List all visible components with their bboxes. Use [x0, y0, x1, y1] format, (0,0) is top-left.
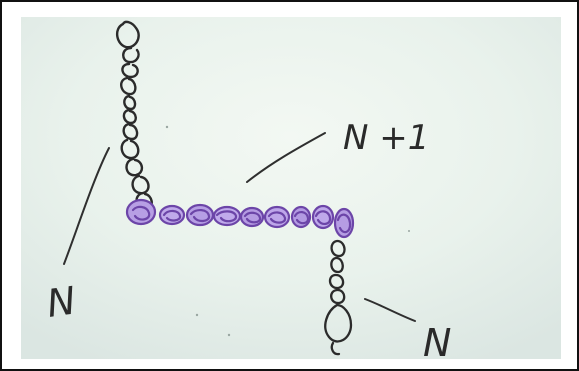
whiteboard: N +1 N N: [21, 17, 561, 359]
label-n-plus-1: N +1: [343, 118, 429, 158]
speck: [408, 230, 410, 232]
board-background: [21, 17, 561, 359]
speck: [166, 126, 168, 128]
speck: [196, 314, 198, 316]
label-n-right: N: [423, 321, 451, 359]
speck: [228, 334, 230, 336]
whiteboard-drawing: N +1 N N: [21, 17, 561, 359]
label-n-left: N: [44, 278, 78, 326]
